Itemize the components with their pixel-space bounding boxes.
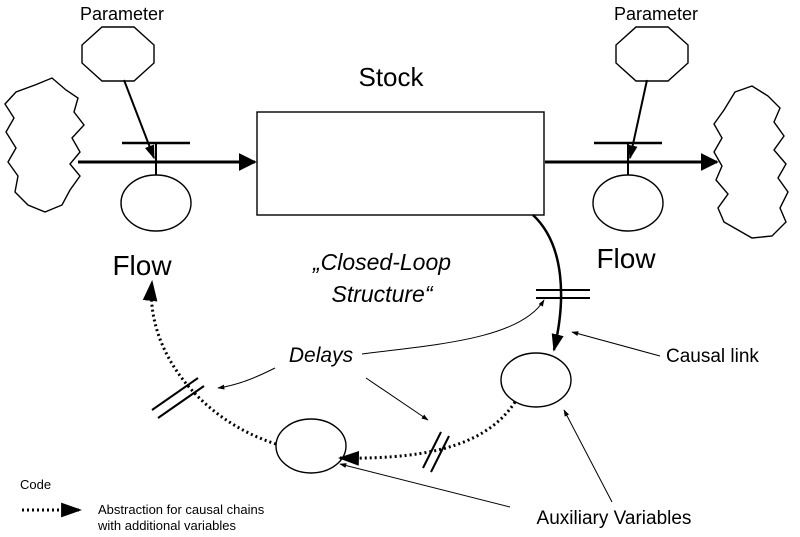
auxiliary-variable-right bbox=[500, 352, 572, 408]
parameter-right-shape bbox=[615, 26, 689, 82]
aux-pointer-left bbox=[339, 463, 511, 508]
auxiliary-variables-label: Auxiliary Variables bbox=[537, 508, 692, 529]
parameter-right-label: Parameter bbox=[614, 4, 698, 24]
legend-line2: with additional variables bbox=[97, 518, 237, 533]
causal-link-label: Causal link bbox=[666, 346, 759, 367]
inflow-valve-circle bbox=[120, 174, 192, 232]
delay-mark-left-2 bbox=[157, 385, 205, 419]
legend-title: Code bbox=[20, 477, 51, 492]
flow-right-label: Flow bbox=[596, 243, 656, 274]
delays-pointer-left bbox=[217, 367, 276, 390]
stock-box bbox=[256, 111, 545, 216]
delays-label: Delays bbox=[289, 344, 354, 367]
closed-loop-label-line2: Structure“ bbox=[332, 281, 434, 307]
outflow-valve-circle bbox=[592, 174, 664, 232]
source-cloud bbox=[4, 77, 85, 213]
delay-mark-left-1 bbox=[151, 377, 199, 411]
flow-left-label: Flow bbox=[112, 250, 172, 281]
parameter-left-label: Parameter bbox=[80, 4, 164, 24]
closed-loop-label-line1: „Closed-Loop bbox=[312, 249, 451, 275]
parameter-left-link bbox=[123, 79, 155, 160]
causal-link-curve bbox=[532, 214, 564, 352]
aux-pointer-right bbox=[563, 409, 613, 503]
parameter-right-link bbox=[627, 79, 648, 160]
dotted-chain-right-to-left bbox=[337, 401, 517, 466]
dotted-chain-left-to-flow bbox=[142, 279, 277, 446]
delay-mark-bottom-1 bbox=[422, 431, 442, 469]
stock-label: Stock bbox=[358, 62, 424, 92]
causal-link-pointer bbox=[571, 331, 661, 357]
parameter-left-shape bbox=[81, 26, 155, 82]
sink-cloud bbox=[713, 85, 789, 239]
legend-line1: Abstraction for causal chains bbox=[98, 502, 265, 517]
delays-pointer-top bbox=[361, 299, 545, 355]
delay-mark-bottom-2 bbox=[430, 435, 450, 473]
auxiliary-variable-left bbox=[275, 418, 347, 474]
delays-pointer-bottom bbox=[365, 377, 429, 421]
